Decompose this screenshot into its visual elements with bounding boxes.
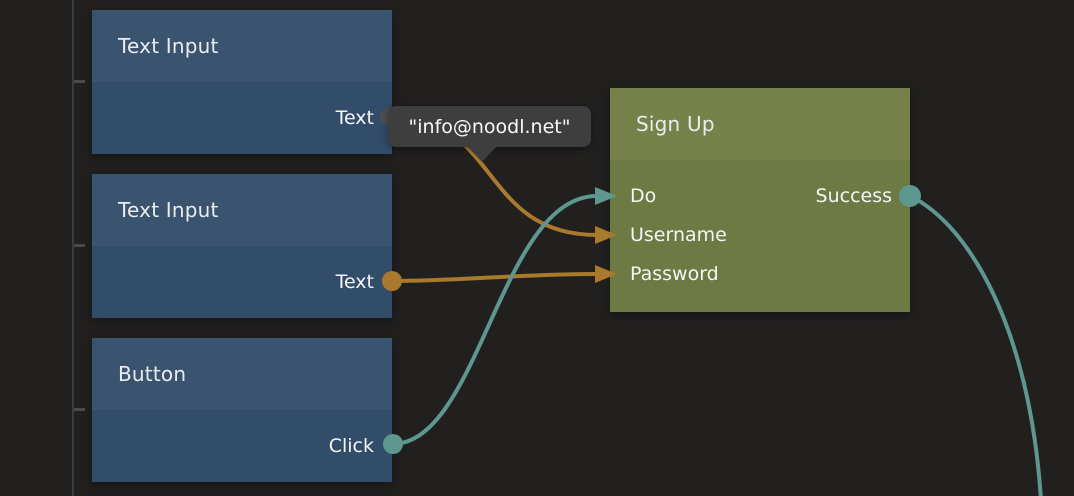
connection-success-offscreen[interactable] xyxy=(909,194,1043,496)
node-sign-up[interactable]: Sign Up Do Username Password Success xyxy=(610,88,910,312)
node-title: Button xyxy=(92,338,392,410)
port-text-output[interactable]: Text xyxy=(335,271,374,293)
node-title: Text Input xyxy=(92,10,392,82)
node-button[interactable]: Button Click xyxy=(92,338,392,482)
guide-line xyxy=(72,0,74,496)
port-do-input[interactable]: Do xyxy=(630,185,657,207)
node-body: Do Username Password Success xyxy=(610,160,910,312)
connection-value-tooltip: "info@noodl.net" xyxy=(388,106,591,162)
port-username-input[interactable]: Username xyxy=(630,224,727,246)
node-body: Text xyxy=(92,82,392,154)
node-text-input-2[interactable]: Text Input Text xyxy=(92,174,392,318)
port-click-output[interactable]: Click xyxy=(328,435,374,457)
port-success-output[interactable]: Success xyxy=(815,185,892,207)
connection-click-to-do[interactable] xyxy=(391,194,598,446)
tooltip-text: "info@noodl.net" xyxy=(408,115,571,138)
tooltip-pointer xyxy=(467,146,497,162)
output-ports: Success xyxy=(816,177,892,216)
guide-tick xyxy=(74,408,85,411)
port-password-input[interactable]: Password xyxy=(630,263,719,285)
node-title: Sign Up xyxy=(610,88,910,160)
node-text-input-1[interactable]: Text Input Text xyxy=(92,10,392,154)
node-title: Text Input xyxy=(92,174,392,246)
guide-tick xyxy=(74,80,85,83)
node-body: Text xyxy=(92,246,392,318)
guide-tick xyxy=(74,244,85,247)
input-ports: Do Username Password xyxy=(630,177,727,294)
port-text-output[interactable]: Text xyxy=(335,107,374,129)
connection-text2-to-password[interactable] xyxy=(391,272,598,283)
node-body: Click xyxy=(92,410,392,482)
